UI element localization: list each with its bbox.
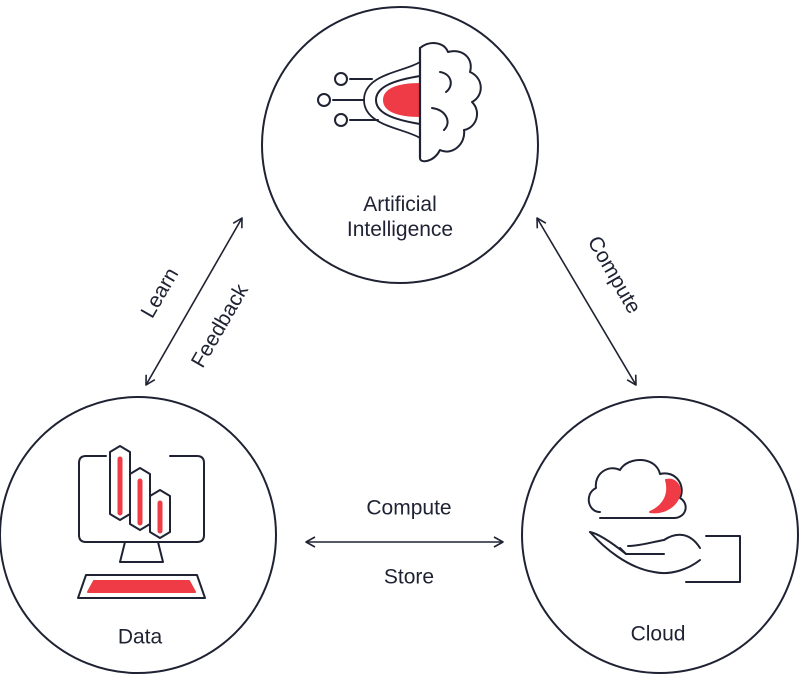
brain-circuit-icon	[317, 42, 482, 163]
cloud-node-circle	[521, 396, 799, 674]
data-node-label: Data	[117, 625, 163, 649]
data-cloud-compute-label: Compute	[366, 496, 452, 520]
ai-node-label-line2: Intelligence	[346, 218, 454, 241]
ai-node-circle	[261, 6, 539, 284]
data-cloud-store-label: Store	[383, 565, 435, 589]
ai-node-label-line1: Artificial	[363, 192, 437, 216]
ai-data-arrow	[145, 217, 243, 386]
hand-cloud-icon	[587, 459, 741, 583]
computer-bar-chart-icon	[77, 445, 206, 599]
ai-node-label: Artificial Intelligence	[347, 192, 453, 242]
ai-cloud-arrow	[536, 217, 637, 386]
cloud-node-label: Cloud	[630, 622, 686, 646]
data-node-circle	[0, 396, 277, 674]
